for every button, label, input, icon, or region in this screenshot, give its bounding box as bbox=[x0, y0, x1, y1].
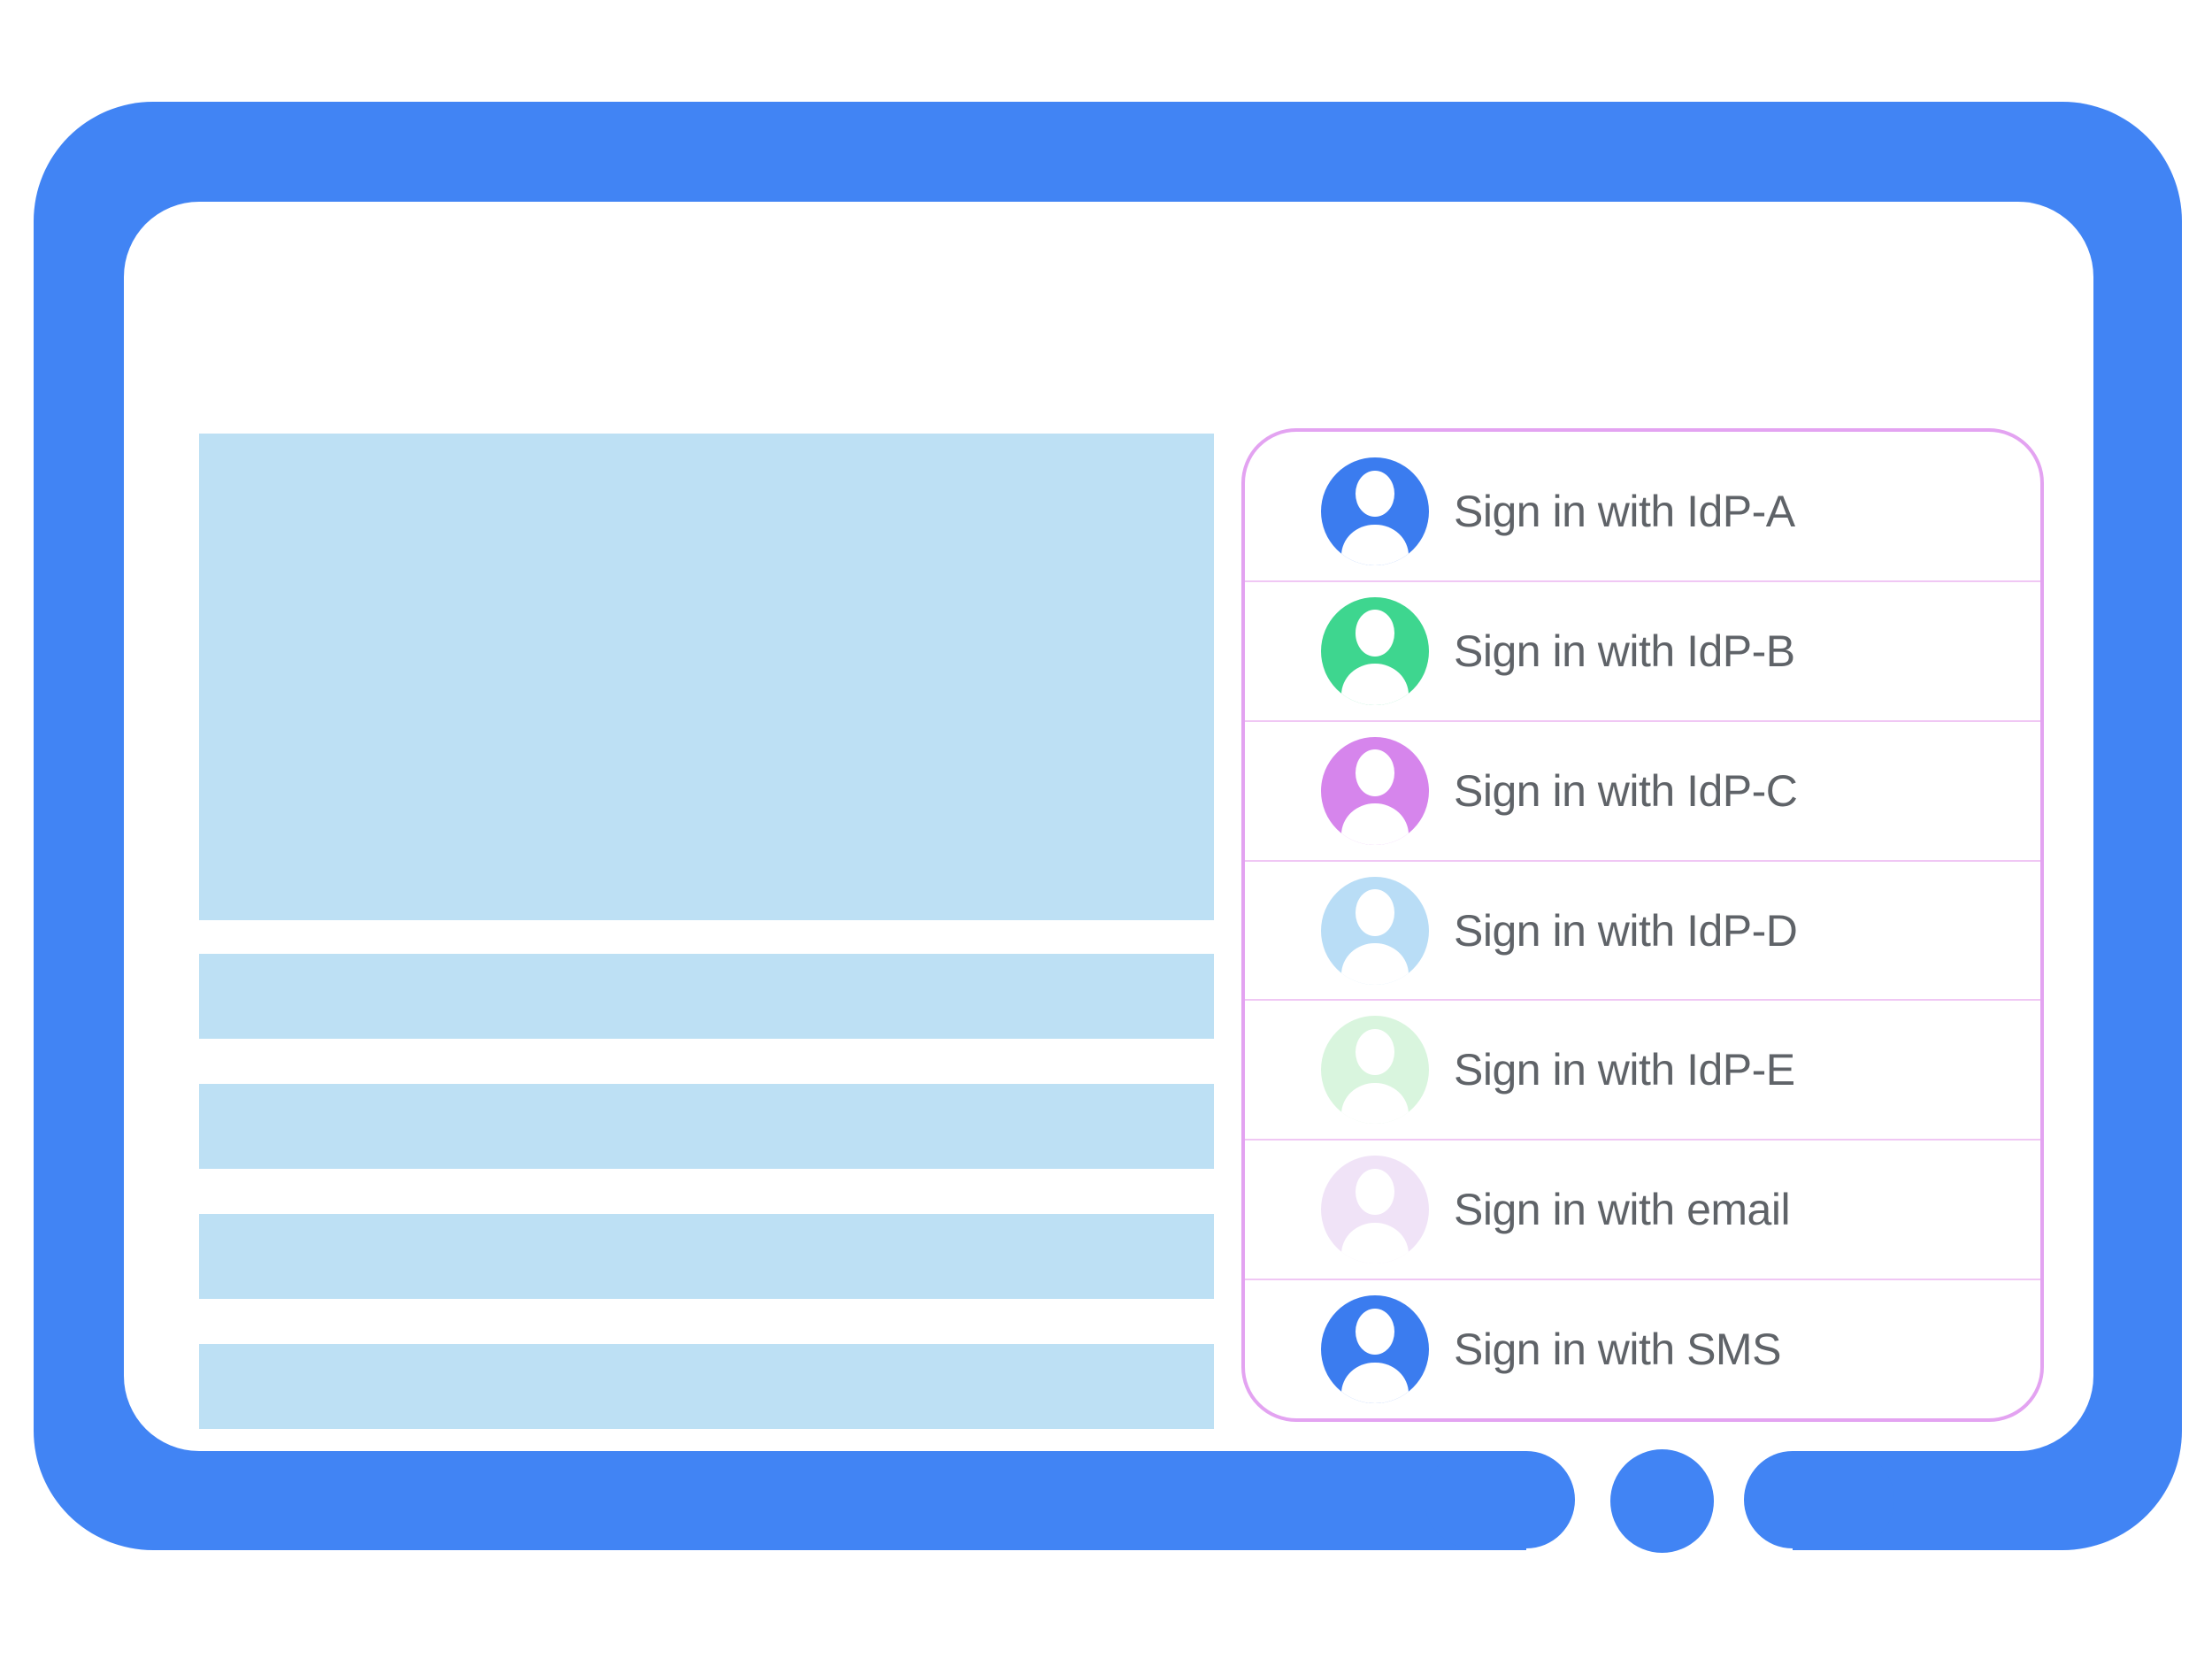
signin-item-label: Sign in with IdP-B bbox=[1454, 626, 1795, 676]
signin-panel: Sign in with IdP-A Sign in with IdP-B Si… bbox=[1241, 428, 2044, 1422]
content-placeholder-bar bbox=[199, 954, 1214, 1039]
user-avatar-icon bbox=[1321, 596, 1429, 705]
user-avatar-icon bbox=[1321, 876, 1429, 985]
content-placeholder-hero bbox=[199, 434, 1214, 920]
signin-item-idp-e[interactable]: Sign in with IdP-E bbox=[1245, 999, 2040, 1139]
signin-item-label: Sign in with SMS bbox=[1454, 1325, 1781, 1375]
home-button-icon bbox=[1610, 1449, 1714, 1553]
browser-viewport: RP.example Sign in with IdP-A Sign in wi… bbox=[124, 202, 2093, 1451]
user-avatar-icon bbox=[1321, 457, 1429, 565]
user-avatar-icon bbox=[1321, 736, 1429, 845]
user-avatar-icon bbox=[1321, 1295, 1429, 1404]
user-avatar-icon bbox=[1321, 1016, 1429, 1125]
signin-item-sms[interactable]: Sign in with SMS bbox=[1245, 1279, 2040, 1418]
content-placeholder-bar bbox=[199, 1084, 1214, 1169]
signin-item-idp-c[interactable]: Sign in with IdP-C bbox=[1245, 719, 2040, 860]
signin-item-label: Sign in with IdP-C bbox=[1454, 765, 1798, 816]
frame-bar-right-cap bbox=[1744, 1451, 1894, 1548]
signin-item-label: Sign in with IdP-A bbox=[1454, 486, 1795, 536]
frame-bar-left-cap bbox=[1425, 1451, 1575, 1548]
signin-item-idp-a[interactable]: Sign in with IdP-A bbox=[1245, 442, 2040, 580]
signin-item-idp-b[interactable]: Sign in with IdP-B bbox=[1245, 580, 2040, 720]
content-placeholder-bars bbox=[199, 954, 1214, 1429]
signin-item-label: Sign in with IdP-D bbox=[1454, 905, 1798, 956]
content-placeholder-bar bbox=[199, 1344, 1214, 1429]
signin-item-label: Sign in with IdP-E bbox=[1454, 1045, 1795, 1095]
content-placeholder-bar bbox=[199, 1214, 1214, 1299]
signin-item-email[interactable]: Sign in with email bbox=[1245, 1139, 2040, 1279]
user-avatar-icon bbox=[1321, 1156, 1429, 1264]
signin-item-idp-d[interactable]: Sign in with IdP-D bbox=[1245, 859, 2040, 1000]
signin-item-label: Sign in with email bbox=[1454, 1185, 1791, 1235]
